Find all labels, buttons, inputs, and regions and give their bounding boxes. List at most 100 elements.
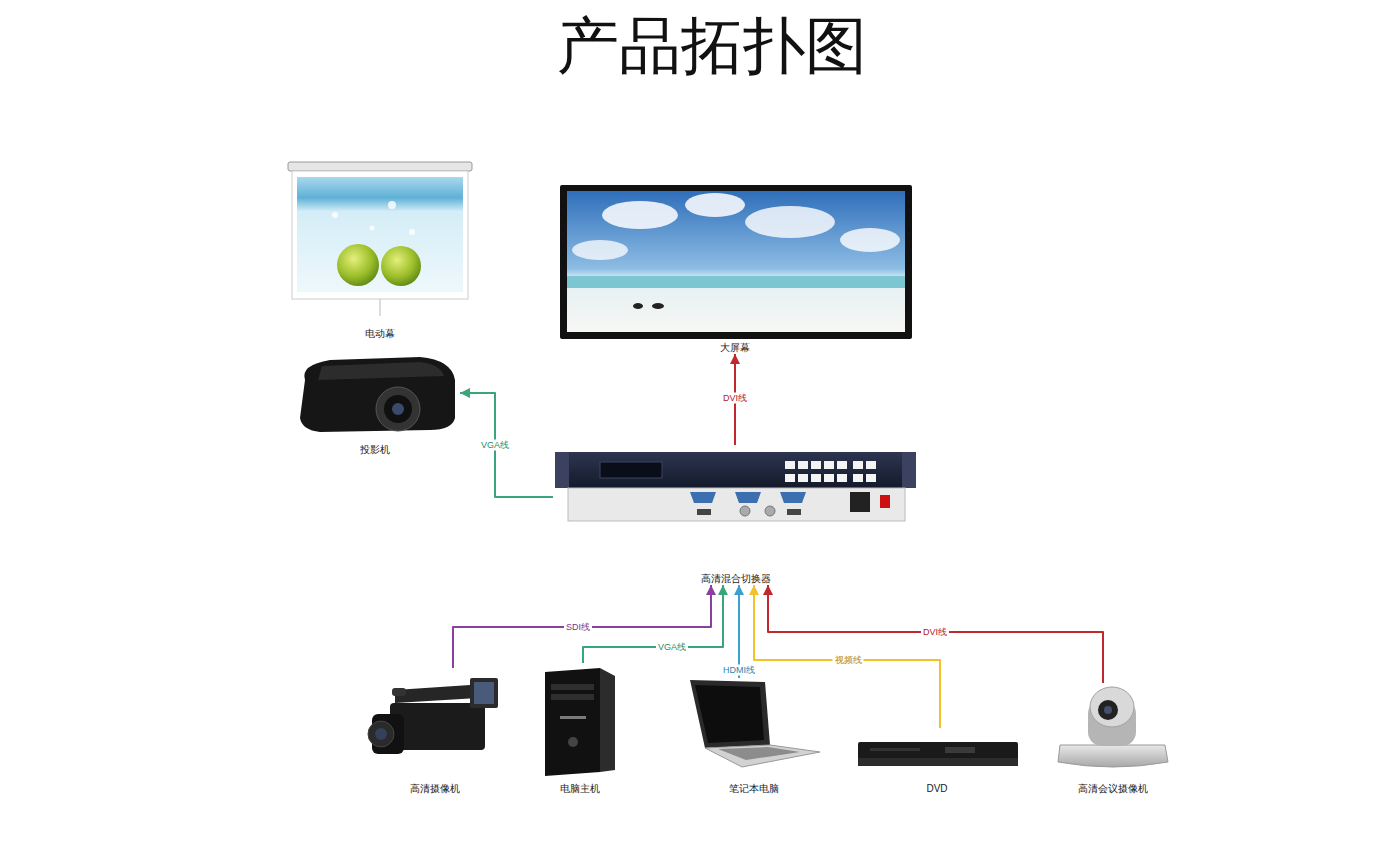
screen-image (297, 177, 463, 292)
apple (337, 244, 379, 286)
page-title: 产品拓扑图 (24, 6, 1400, 86)
cable-label: 视频线 (833, 655, 864, 666)
sea (567, 276, 905, 288)
dvd-tray (870, 748, 920, 751)
bubble (370, 226, 375, 231)
laptop-screen (695, 685, 764, 743)
ptz-base (1058, 745, 1168, 767)
button (824, 474, 834, 482)
pc-side (600, 668, 615, 772)
cloud (745, 206, 835, 238)
rack-ear (902, 452, 916, 488)
device-label: 电动幕 (365, 327, 395, 340)
power-switch (880, 495, 890, 508)
pc-front (545, 668, 600, 776)
device-label: 高清会议摄像机 (1078, 782, 1148, 795)
power-socket (850, 492, 870, 512)
button (798, 474, 808, 482)
bubble (332, 212, 338, 218)
laptop-base (705, 745, 820, 767)
cable-label: VGA线 (479, 440, 511, 451)
hdmi-port (787, 509, 801, 515)
button (853, 474, 863, 482)
stone (652, 303, 664, 309)
power-button (568, 737, 578, 747)
device-label: 高清摄像机 (410, 782, 460, 795)
cloud (602, 201, 678, 229)
hdmi-port (697, 509, 711, 515)
device-node: 电动幕 (285, 158, 475, 340)
dvd-body (858, 742, 1018, 766)
pc-badge (560, 716, 586, 719)
ptz-head (1090, 687, 1134, 727)
laptop-lid (690, 680, 770, 748)
projector-body (300, 357, 455, 432)
device-node: 笔记本电脑 (685, 678, 822, 795)
camcorder-lcd (474, 682, 494, 704)
device-label: 高清混合切换器 (701, 572, 771, 585)
lcd-display (600, 462, 662, 478)
drive-bay (551, 694, 594, 700)
projector-lens (384, 395, 412, 423)
switcher-front (555, 452, 916, 488)
camcorder-body (390, 703, 485, 750)
projector-top (318, 362, 444, 380)
bubble (388, 201, 396, 209)
pull-cord (380, 299, 381, 316)
button (853, 461, 863, 469)
cable-label: DVI线 (721, 393, 749, 404)
stone (633, 303, 643, 309)
rack-ear (555, 452, 569, 488)
device-label: 笔记本电脑 (729, 782, 779, 795)
screen-roller (288, 162, 472, 171)
tv-image (567, 191, 905, 332)
device-node: 电脑主机 (535, 663, 625, 795)
cable-connector (583, 585, 723, 663)
cable-label: VGA线 (656, 642, 688, 653)
device-node: 投影机 (290, 352, 460, 456)
cloud (685, 193, 745, 217)
button-panel (785, 461, 876, 482)
ptz-lens (1098, 700, 1118, 720)
beach (567, 288, 905, 332)
device-node: 高清摄像机 (365, 668, 505, 795)
drive-bay (551, 684, 594, 690)
button (837, 461, 847, 469)
ptz-lens (1104, 706, 1112, 714)
button (785, 461, 795, 469)
cable-connector (754, 585, 940, 728)
device-label: 投影机 (360, 443, 390, 456)
button (785, 474, 795, 482)
camcorder-mic (392, 688, 406, 696)
cable-label: DVI线 (921, 627, 949, 638)
projector-lens (376, 387, 420, 431)
vga-port (690, 492, 716, 503)
vga-port (735, 492, 761, 503)
camcorder-lcd (470, 678, 498, 708)
camcorder-lens (368, 721, 394, 747)
button (811, 474, 821, 482)
vga-port (780, 492, 806, 503)
device-node: 高清混合切换器 (553, 445, 918, 585)
device-node: DVD (852, 728, 1022, 795)
button (824, 461, 834, 469)
device-label: DVD (926, 782, 947, 795)
screen-frame (292, 171, 468, 299)
button (866, 461, 876, 469)
device-label: 电脑主机 (560, 782, 600, 795)
dvd-front (858, 758, 1018, 766)
cable-label: HDMI线 (721, 665, 757, 676)
cloud (572, 240, 628, 260)
apple (381, 246, 421, 286)
bubble (409, 229, 415, 235)
cloud (840, 228, 900, 252)
cable-label: SDI线 (564, 622, 592, 633)
tv-frame (560, 185, 912, 339)
button (798, 461, 808, 469)
device-node: 高清会议摄像机 (1050, 683, 1175, 795)
cable-connector (460, 393, 553, 497)
dvd-display (945, 747, 975, 753)
